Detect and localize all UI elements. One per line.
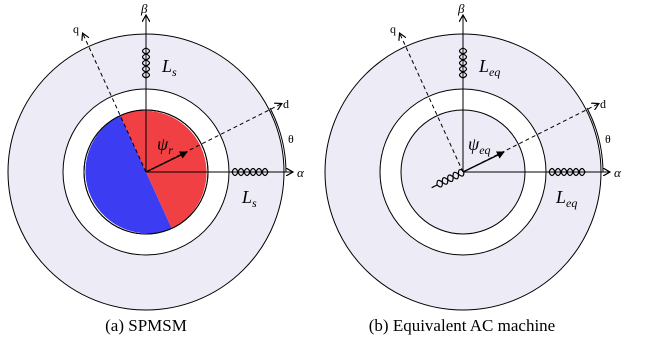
inductance-right-label: Ls (241, 187, 257, 210)
label-beta: β (140, 1, 148, 16)
label-q: q (73, 22, 79, 36)
inductance-right-label: Leq (555, 187, 577, 210)
inductance-top-label: Leq (478, 56, 500, 79)
coil-rotor (431, 169, 465, 189)
caption-a: (a) SPMSM (105, 316, 187, 335)
coil-top (458, 47, 468, 79)
flux-label: ψeq (468, 134, 491, 157)
label-d: d (600, 97, 606, 111)
flux-vector (145, 151, 188, 173)
label-beta: β (457, 1, 465, 16)
label-alpha: α (614, 165, 622, 180)
rotor-north-pole (120, 110, 207, 229)
label-theta: θ (288, 132, 294, 146)
inductance-top-label: Ls (161, 56, 177, 79)
caption-b: (b) Equivalent AC machine (369, 316, 555, 335)
flux-label: ψr (157, 134, 173, 157)
flux-vector (462, 151, 505, 173)
coil-top (141, 47, 151, 79)
panel-equivalent-ac: β α d q θ Leq Leq ψeq (b) Equivalent AC … (324, 1, 622, 335)
q-axis (83, 34, 147, 173)
label-alpha: α (297, 165, 305, 180)
label-theta: θ (605, 132, 611, 146)
coil-right (231, 167, 269, 177)
coil-right (548, 167, 586, 177)
panel-spmsm: β α d q θ Ls Ls ψr (a) SPMSM (7, 1, 305, 335)
label-d: d (283, 97, 289, 111)
rotor-south-pole (85, 115, 172, 234)
theta-arc (269, 107, 287, 173)
q-axis (400, 34, 464, 173)
label-q: q (390, 22, 396, 36)
theta-arc (586, 107, 604, 173)
